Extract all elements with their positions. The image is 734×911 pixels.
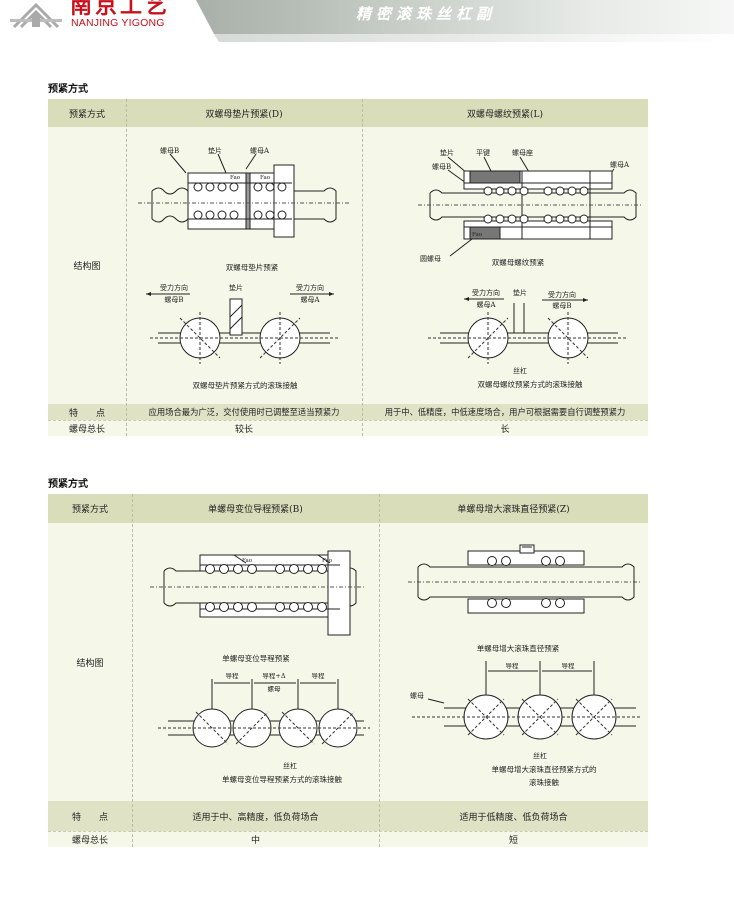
caption-structure: 双螺母螺纹预紧: [492, 257, 545, 267]
label-nut-left: 螺母B: [164, 295, 183, 304]
company-logo-icon: [10, 2, 62, 29]
label-fao-2: Fao: [322, 558, 333, 564]
feature-row: 特 点 适用于中、高精度，低负荷场合 适用于低精度、低负荷场合: [48, 801, 648, 831]
length-right: 长: [500, 424, 510, 435]
caption-contact-1: 单螺母增大滚珠直径预紧方式的: [492, 764, 597, 774]
feature-left: 应用场合最为广泛，交付使用时已调整至适当预紧力: [148, 407, 340, 417]
label-lead-1: 导程: [506, 661, 520, 670]
label-lead-2: 导程+Δ: [262, 671, 285, 680]
label-fao-1: Fao: [230, 175, 241, 181]
label-nut-b: 螺母B: [432, 162, 451, 171]
label-middle: 垫片: [513, 288, 527, 297]
label-middle: 垫片: [229, 283, 243, 292]
label-fao-1: Fao: [242, 558, 253, 564]
divider: [48, 831, 648, 832]
header-cell: 双螺母垫片预紧(D): [205, 109, 283, 120]
label-nut-b: 螺母B: [160, 146, 179, 155]
brand-name-cn: 南京工艺: [70, 0, 171, 19]
row-label: 螺母总长: [71, 835, 108, 846]
label-screw: 丝杠: [533, 751, 547, 760]
length-row: 螺母总长 中 短: [48, 831, 648, 847]
label-nut-right: 螺母A: [300, 295, 320, 304]
label-nut-seat: 螺母座: [512, 148, 533, 157]
label-flat-key: 平键: [476, 148, 490, 157]
label-lead-2: 导程: [562, 661, 576, 670]
length-left: 中: [250, 835, 260, 846]
label-gasket: 垫片: [208, 146, 222, 155]
feature-right: 用于中、低精度，中低速度场合，用户可根据需要自行调整预紧力: [384, 407, 626, 417]
label-round-nut: 圆螺母: [420, 254, 441, 263]
label-nut-a: 螺母A: [250, 146, 270, 155]
caption-contact: 双螺母螺纹预紧方式的滚珠接触: [478, 379, 583, 389]
feature-right: 适用于低精度、低负荷场合: [459, 812, 568, 823]
caption-contact: 双螺母垫片预紧方式的滚珠接触: [193, 380, 298, 390]
label-nut-left: 螺母A: [476, 300, 496, 309]
row-label: 特 点: [68, 408, 105, 419]
caption-structure: 单螺母变位导程预紧: [222, 653, 290, 663]
length-right: 短: [508, 835, 518, 846]
structure-row: 结构图 螺母B 垫片: [48, 127, 648, 404]
row-label: 螺母总长: [68, 424, 105, 435]
header-banner: 南京工艺 NANJING YIGONG 精密滚珠丝杠副: [0, 0, 734, 42]
label-nut-right: 螺母B: [552, 301, 571, 310]
label-fao: Fao: [472, 232, 483, 238]
banner-stripe: [214, 34, 734, 42]
divider: [126, 99, 127, 436]
section-title-2: 预紧方式: [48, 479, 88, 490]
header-cell: 预紧方式: [71, 505, 108, 515]
header-cell: 单螺母增大滚珠直径预紧(Z): [457, 505, 570, 515]
label-screw: 丝杠: [283, 761, 297, 770]
diagram-variable-lead: Fao Fao 单螺母变位导程预紧 导程 导程+Δ 导程 螺母: [150, 550, 370, 784]
caption-contact-2: 滚珠接触: [529, 777, 559, 787]
banner-gradient: [196, 0, 734, 34]
preload-table-2: 预紧方式 单螺母变位导程预紧(B) 单螺母增大滚珠直径预紧(Z) 结构图 Fao: [48, 494, 648, 847]
label-nut-a: 螺母A: [610, 160, 630, 169]
diagram-double-nut-gasket: 螺母B 垫片 螺母A Fao Fao 双螺母垫片预紧 受力方向 螺母B 垫片 受…: [138, 146, 350, 390]
label-nut: 螺母: [268, 684, 282, 693]
divider: [362, 99, 363, 436]
label-force-right: 受力方向: [548, 290, 576, 299]
table-header-row: 预紧方式 单螺母变位导程预紧(B) 单螺母增大滚珠直径预紧(Z): [48, 494, 648, 523]
table-header-row: 预紧方式 双螺母垫片预紧(D) 双螺母螺纹预紧(L): [48, 99, 648, 127]
feature-left: 适用于中、高精度，低负荷场合: [192, 812, 319, 823]
divider: [379, 494, 380, 847]
feature-row: 特 点 应用场合最为广泛，交付使用时已调整至适当预紧力 用于中、低精度，中低速度…: [48, 404, 648, 420]
divider: [132, 494, 133, 847]
row-label: 特 点: [71, 812, 108, 823]
length-row: 螺母总长 较长 长: [48, 420, 648, 436]
preload-table-1: 预紧方式 双螺母垫片预紧(D) 双螺母螺纹预紧(L) 结构图: [48, 99, 648, 436]
caption-contact: 单螺母变位导程预紧方式的滚珠接触: [222, 774, 342, 784]
structure-row: 结构图 Fao Fao 单螺母变位导程预紧: [48, 523, 648, 801]
label-force-left: 受力方向: [472, 288, 500, 297]
header-cell: 单螺母变位导程预紧(B): [208, 505, 303, 515]
length-left: 较长: [234, 424, 253, 435]
row-label: 结构图: [73, 262, 101, 272]
label-nut: 螺母: [410, 691, 424, 700]
label-lead-3: 导程: [312, 671, 326, 680]
diagram-double-nut-thread: 垫片 平键 螺母座 螺母B 螺母A Fao 圆螺母 双螺母螺纹预紧 受力方向 螺…: [418, 148, 642, 389]
diagram-oversized-ball: 单螺母增大滚珠直径预紧 导程 导程 螺母 丝杠: [408, 544, 640, 787]
row-label: 结构图: [76, 658, 104, 669]
divider: [48, 420, 648, 421]
label-force-left: 受力方向: [160, 283, 188, 292]
header-cell: 双螺母螺纹预紧(L): [467, 109, 543, 120]
label-force-right: 受力方向: [296, 283, 324, 292]
label-screw: 丝杠: [513, 366, 527, 375]
label-lead-1: 导程: [226, 671, 240, 680]
section-title-1: 预紧方式: [48, 84, 88, 95]
brand-name-en: NANJING YIGONG: [71, 17, 165, 29]
banner-title: 精密滚珠丝杠副: [356, 5, 497, 23]
caption-structure: 双螺母垫片预紧: [226, 262, 279, 272]
caption-structure: 单螺母增大滚珠直径预紧: [477, 643, 560, 653]
label-fao-2: Fao: [260, 175, 271, 181]
label-gasket: 垫片: [440, 148, 454, 157]
header-cell: 预紧方式: [68, 109, 105, 120]
